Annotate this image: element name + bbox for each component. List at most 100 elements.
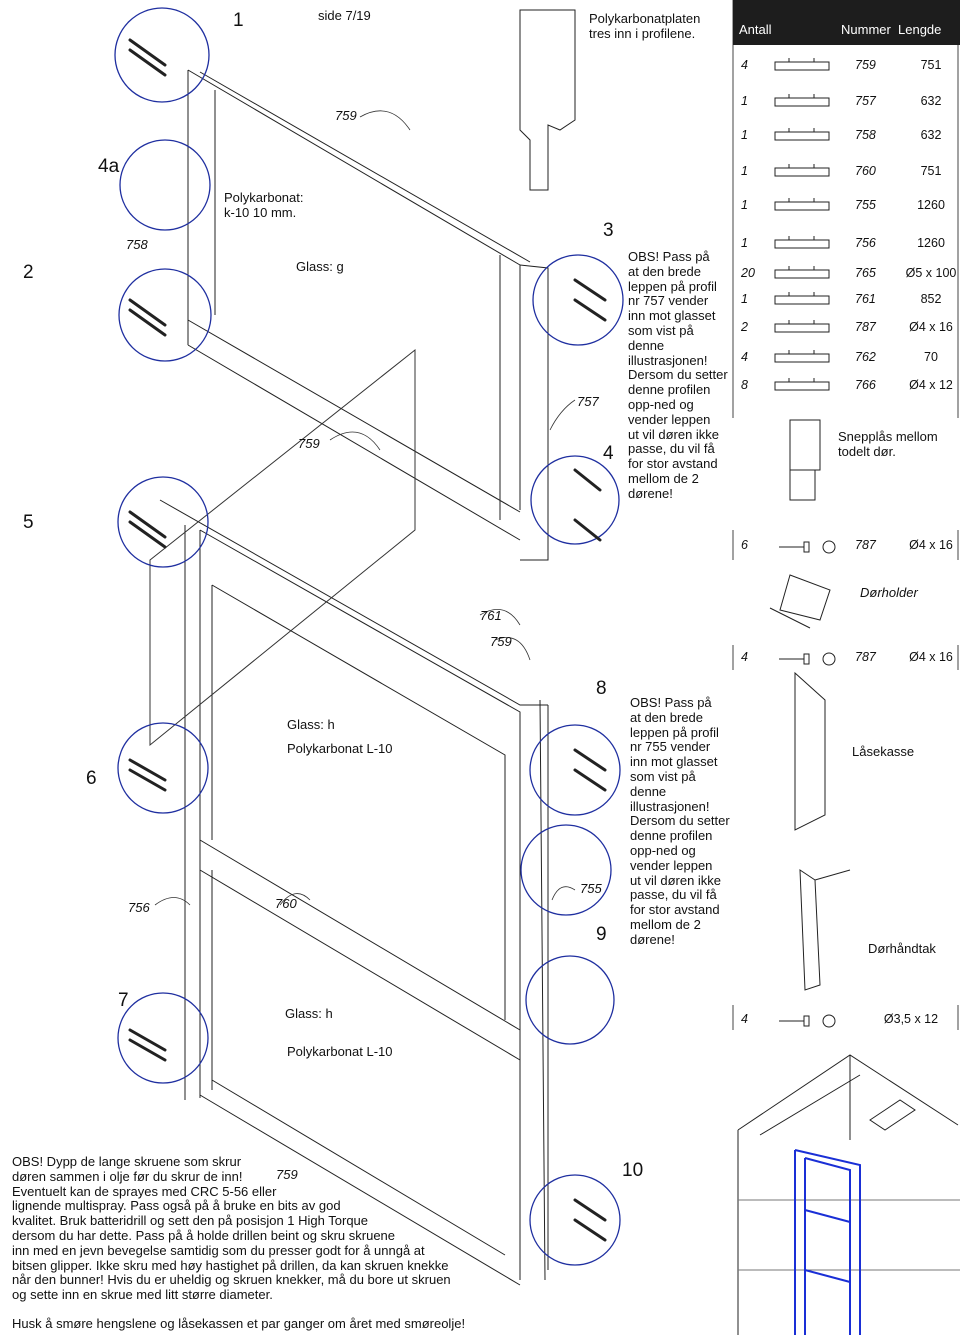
row-qty: 1	[741, 128, 748, 142]
row-number: 758	[855, 128, 876, 142]
row-length: 751	[920, 164, 942, 178]
footer-note: Husk å smøre hengslene og låsekassen et …	[12, 1316, 466, 1331]
row-length: 852	[920, 292, 942, 306]
row-length: 751	[920, 58, 942, 72]
part-761: 761	[480, 608, 502, 623]
row-qty: 8	[741, 378, 748, 392]
parts-row: 1 760 751	[733, 158, 960, 186]
part-759-top: 759	[335, 108, 357, 123]
step-7: 7	[118, 990, 129, 1011]
note-obs-bottom: OBS! Dypp de lange skruene som skrur dør…	[12, 1154, 451, 1303]
row-number: 787	[855, 320, 876, 334]
col-lengde: Lengde	[898, 22, 942, 37]
material-glass-h-2: Glass: h	[285, 1006, 333, 1021]
parts-row: 2 787 Ø4 x 16	[733, 314, 960, 342]
row-qty: 1	[741, 198, 748, 212]
lock-box-label: Låsekasse	[852, 744, 915, 759]
profile-part-icon	[774, 378, 830, 391]
row-length: Ø4 x 12	[909, 378, 953, 392]
row-length: Ø4 x 16	[909, 320, 953, 334]
door-holder-label: Dørholder	[860, 585, 918, 600]
parts-row: 1 761 852	[733, 286, 960, 314]
row-number: 787	[855, 650, 876, 664]
row-length: Ø4 x 16	[909, 538, 953, 552]
row-number: 766	[855, 378, 876, 392]
parts-row: 4 759 751	[733, 52, 960, 80]
row-length: 632	[920, 128, 942, 142]
parts-row-787-a: 6 787 Ø4 x 16	[733, 532, 960, 560]
profile-part-icon	[774, 350, 830, 363]
profile-part-icon	[774, 320, 830, 333]
profile-part-icon	[774, 236, 830, 249]
row-qty: 4	[741, 58, 748, 72]
col-antall: Antall	[739, 22, 772, 37]
parts-row: 1 757 632	[733, 88, 960, 116]
row-number: 765	[855, 266, 876, 280]
row-qty: 20	[741, 266, 755, 280]
note-obs-757: OBS! Pass på at den brede leppen på prof…	[628, 249, 728, 501]
profile-part-icon	[774, 164, 830, 177]
step-9: 9	[596, 924, 607, 945]
row-qty: 1	[741, 292, 748, 306]
step-4: 4	[603, 443, 614, 464]
parts-row: 1 756 1260	[733, 230, 960, 258]
part-756: 756	[128, 900, 150, 915]
row-number: 760	[855, 164, 876, 178]
step-3: 3	[603, 220, 614, 241]
part-759-bottom: 759	[276, 1167, 298, 1182]
profile-part-icon	[774, 128, 830, 141]
profile-part-icon	[774, 58, 830, 71]
row-length: 632	[920, 94, 942, 108]
row-qty: 2	[741, 320, 748, 334]
step-6: 6	[86, 768, 97, 789]
parts-row: 8 766 Ø4 x 12	[733, 372, 960, 400]
page-label: side 7/19	[318, 8, 371, 23]
step-4a: 4a	[98, 156, 120, 177]
snap-lock-label: Snepplås mellom todelt dør.	[838, 429, 938, 459]
row-length: 70	[924, 350, 938, 364]
material-glass-h-1: Glass: h	[287, 717, 335, 732]
profile-part-icon	[774, 198, 830, 211]
profile-part-icon	[774, 94, 830, 107]
row-qty: 6	[741, 538, 748, 552]
profile-part-icon	[774, 266, 830, 279]
part-759-low: 759	[490, 634, 512, 649]
row-number: 787	[855, 538, 876, 552]
part-760: 760	[275, 896, 297, 911]
material-poly-l10-2: Polykarbonat L-10	[287, 1044, 393, 1059]
parts-row: 1 758 632	[733, 122, 960, 150]
part-757: 757	[577, 394, 599, 409]
row-length: Ø5 x 100	[905, 266, 957, 280]
row-qty: 4	[741, 1012, 748, 1026]
step-5: 5	[23, 512, 34, 533]
step-8: 8	[596, 678, 607, 699]
parts-row-787-b: 4 787 Ø4 x 16	[733, 644, 960, 672]
screw-icon	[779, 652, 836, 666]
profile-note: Polykarbonatplaten tres inn i profilene.	[589, 11, 701, 41]
row-number: 759	[855, 58, 876, 72]
material-glass-g: Glass: g	[296, 259, 344, 274]
row-length: Ø3,5 x 12	[883, 1012, 939, 1026]
row-length: 1260	[917, 236, 945, 250]
step-2: 2	[23, 262, 34, 283]
row-number: 761	[855, 292, 876, 306]
row-length: 1260	[917, 198, 945, 212]
row-number: 757	[855, 94, 876, 108]
row-qty: 1	[741, 236, 748, 250]
row-qty: 4	[741, 350, 748, 364]
row-qty: 4	[741, 650, 748, 664]
material-poly-k10: Polykarbonat: k-10 10 mm.	[224, 190, 304, 220]
step-10: 10	[622, 1160, 644, 1181]
note-obs-755: OBS! Pass på at den brede leppen på prof…	[630, 695, 730, 947]
parts-row-screw: 4 Ø3,5 x 12	[733, 1006, 960, 1034]
parts-table-header: Antall Nummer Lengde	[733, 0, 960, 45]
part-755: 755	[580, 881, 602, 896]
row-number: 756	[855, 236, 876, 250]
row-qty: 1	[741, 94, 748, 108]
profile-part-icon	[774, 292, 830, 305]
col-nummer: Nummer	[841, 22, 891, 37]
material-poly-l10-1: Polykarbonat L-10	[287, 741, 393, 756]
row-qty: 1	[741, 164, 748, 178]
